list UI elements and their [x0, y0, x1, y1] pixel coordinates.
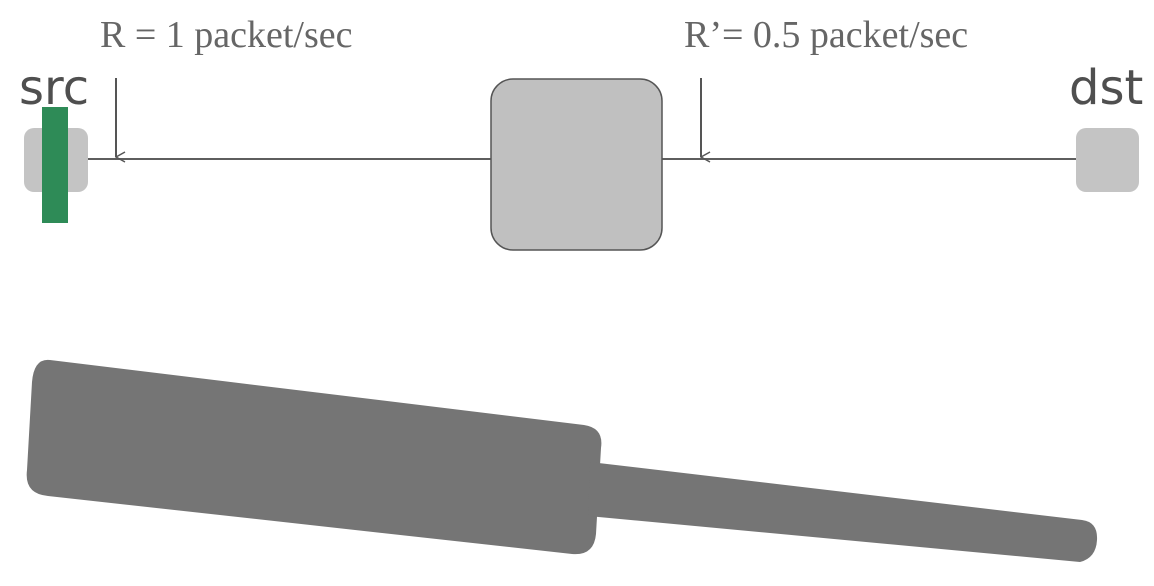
packet — [42, 107, 68, 223]
rate-out-label: R’= 0.5 packet/sec — [684, 14, 968, 56]
router-node — [490, 78, 663, 251]
dst-label: dst — [1069, 60, 1143, 116]
wide-pipe-segment — [26, 359, 602, 555]
src-label: src — [19, 60, 89, 116]
rate-in-label: R = 1 packet/sec — [100, 14, 353, 56]
narrow-pipe-segment — [588, 462, 1098, 562]
dst-node — [1076, 128, 1139, 192]
